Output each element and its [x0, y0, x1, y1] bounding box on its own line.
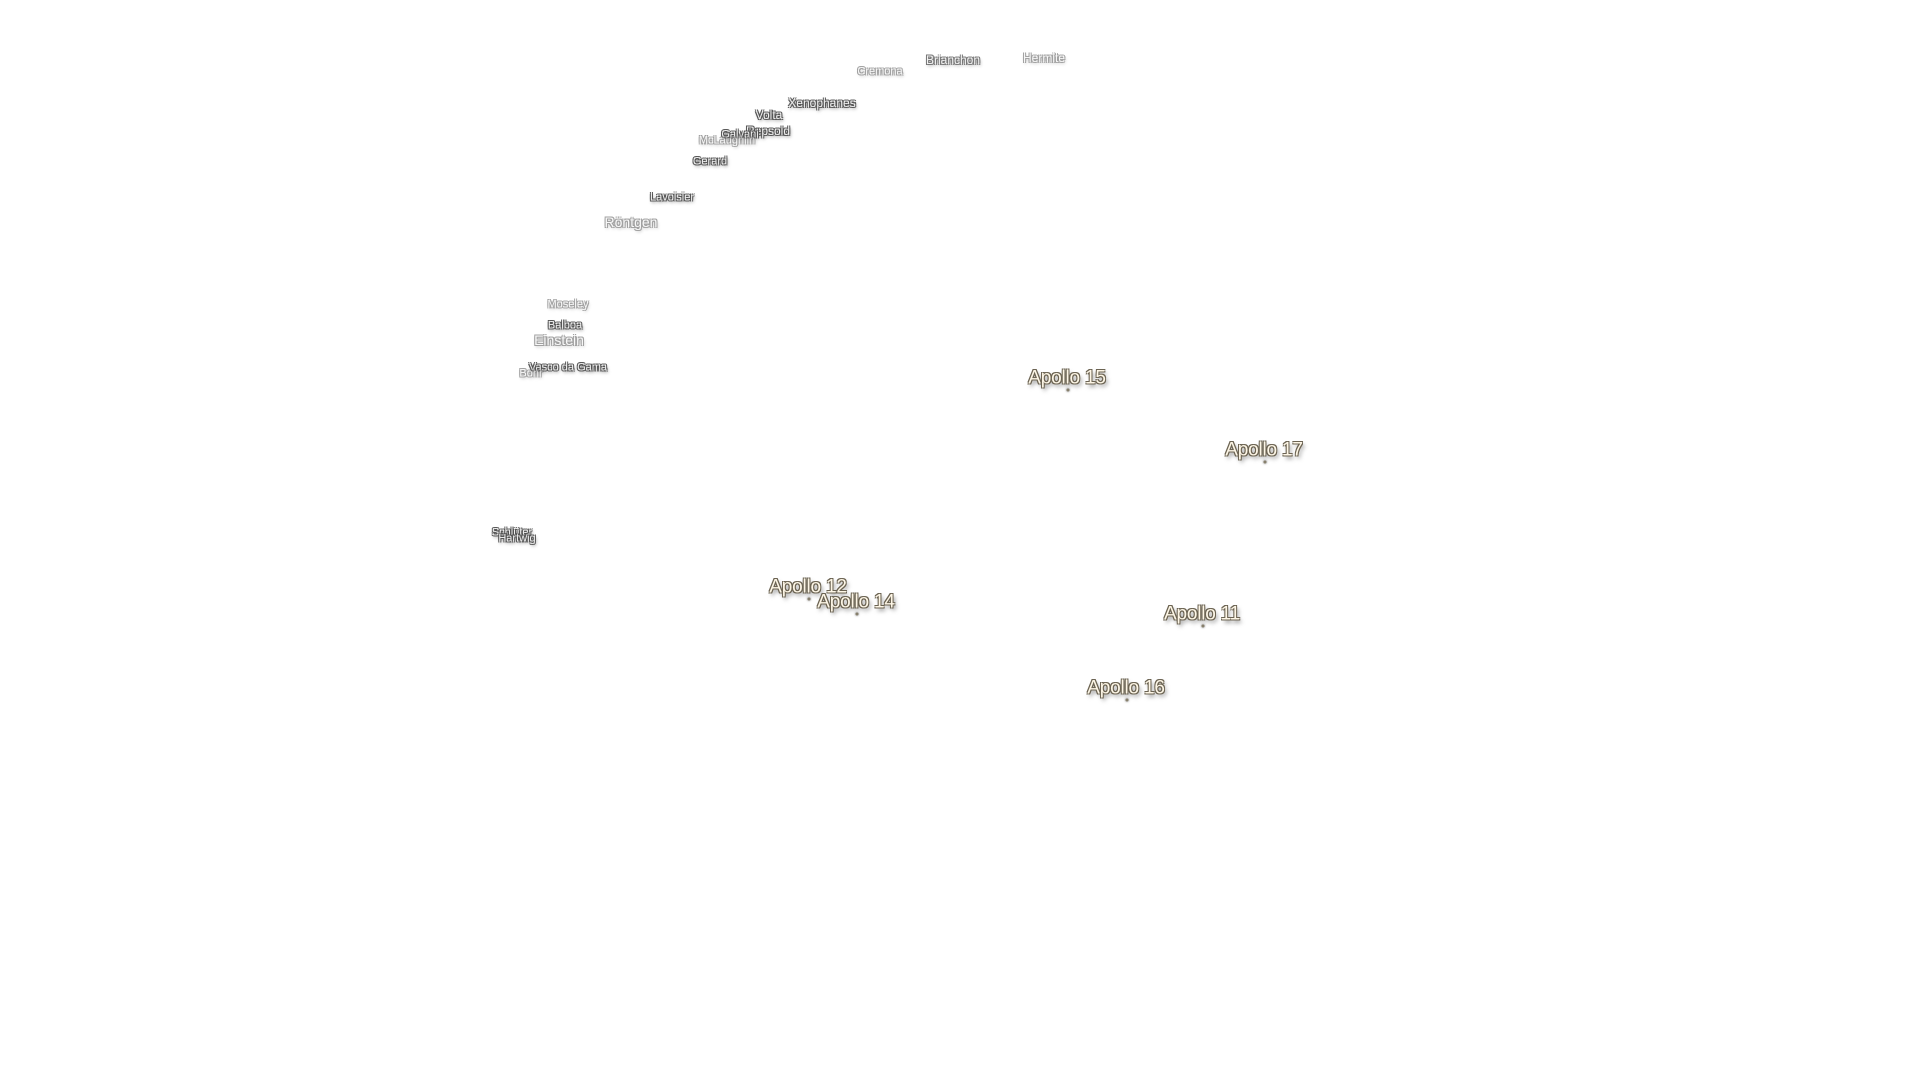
crater-label-mclaughlin[interactable]: McLaughlin [698, 134, 756, 147]
crater-label-balboa[interactable]: Balboa [547, 319, 583, 332]
landing-site-label-apollo-17[interactable]: Apollo 17 [1225, 439, 1303, 461]
crater-label-gerard[interactable]: Gerard [692, 155, 728, 168]
crater-label-schluter[interactable]: Schlüter [491, 526, 533, 539]
crater-label-galvani[interactable]: Galvani [721, 128, 759, 141]
crater-label-lavoisier[interactable]: Lavoisier [649, 191, 695, 204]
crater-label-cremona[interactable]: Cremona [857, 65, 903, 78]
crater-label-vasco-da-gama[interactable]: Vasco da Gama [528, 361, 608, 374]
crater-label-xenophanes[interactable]: Xenophanes [788, 96, 856, 110]
apollo-12-site-marker[interactable] [807, 597, 811, 601]
landing-site-label-apollo-12[interactable]: Apollo 12 [769, 576, 847, 598]
crater-label-hartwig[interactable]: Hartwig [498, 532, 536, 545]
apollo-14-site-marker[interactable] [855, 612, 859, 616]
apollo-16-site-marker[interactable] [1125, 698, 1129, 702]
apollo-11-site-marker[interactable] [1201, 624, 1205, 628]
crater-label-volta[interactable]: Volta [755, 108, 783, 122]
crater-label-repsold[interactable]: Repsold [745, 124, 791, 138]
crater-label-moseley[interactable]: Moseley [547, 298, 589, 311]
crater-label-rontgen[interactable]: Röntgen [604, 214, 658, 230]
landing-site-label-apollo-16[interactable]: Apollo 16 [1087, 677, 1165, 699]
apollo-17-site-marker[interactable] [1263, 460, 1267, 464]
crater-label-bohr[interactable]: Bohr [519, 367, 543, 380]
crater-label-hermite[interactable]: Hermite [1022, 51, 1066, 65]
landing-site-label-apollo-14[interactable]: Apollo 14 [817, 591, 895, 613]
landing-site-label-apollo-15[interactable]: Apollo 15 [1028, 367, 1106, 389]
apollo-15-site-marker[interactable] [1066, 388, 1070, 392]
crater-label-einstein[interactable]: Einstein [534, 332, 584, 348]
crater-label-brianchon[interactable]: Brianchon [925, 53, 981, 67]
landing-site-label-apollo-11[interactable]: Apollo 11 [1163, 603, 1241, 625]
